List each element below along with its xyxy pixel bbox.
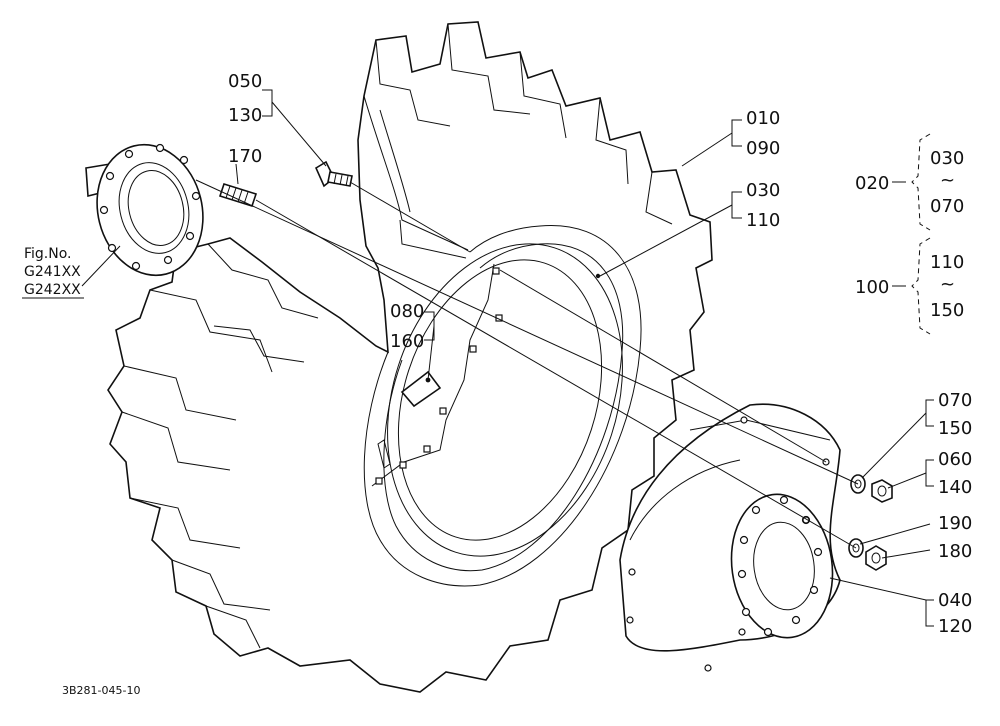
tire-outer	[107, 21, 713, 693]
group-legend	[892, 133, 931, 335]
axle-hub	[85, 143, 204, 277]
callout-050: 050	[228, 71, 262, 92]
callout-010: 010	[746, 108, 780, 129]
wheel-disc	[619, 403, 841, 672]
group-020-to: 070	[930, 196, 964, 217]
explode-lines	[195, 179, 859, 549]
callout-120: 120	[938, 616, 972, 637]
callout-150: 150	[938, 418, 972, 439]
label-plate	[400, 370, 442, 408]
callout-160: 160	[390, 331, 424, 352]
wheel-rim	[371, 243, 623, 557]
callout-190: 190	[938, 513, 972, 534]
callout-070: 070	[938, 390, 972, 411]
callout-110: 110	[746, 210, 780, 231]
stud-170	[218, 183, 258, 207]
callout-060: 060	[938, 449, 972, 470]
group-020-from: 030	[930, 148, 964, 169]
callout-080: 080	[390, 301, 424, 322]
group-100-parent: 100	[855, 277, 889, 298]
callout-180: 180	[938, 541, 972, 562]
callout-130: 130	[228, 105, 262, 126]
rim-marker	[595, 273, 601, 279]
bolt-050	[314, 160, 353, 188]
group-100-from: 110	[930, 252, 964, 273]
fig-ref-g242: G242XX	[24, 282, 81, 298]
nut-180	[865, 545, 887, 571]
leader-lines	[81, 89, 934, 627]
fig-ref-title: Fig.No.	[24, 246, 72, 262]
callout-040: 040	[938, 590, 972, 611]
callout-140: 140	[938, 477, 972, 498]
group-020-tilde: ~	[940, 170, 955, 191]
callout-030: 030	[746, 180, 780, 201]
drawing-number: 3B281-045-10	[62, 684, 140, 697]
callout-090: 090	[746, 138, 780, 159]
fig-ref-g241: G241XX	[24, 264, 81, 280]
nut-060	[871, 479, 893, 503]
group-100-to: 150	[930, 300, 964, 321]
group-020-parent: 020	[855, 173, 889, 194]
callout-170: 170	[228, 146, 262, 167]
group-100-tilde: ~	[940, 274, 955, 295]
